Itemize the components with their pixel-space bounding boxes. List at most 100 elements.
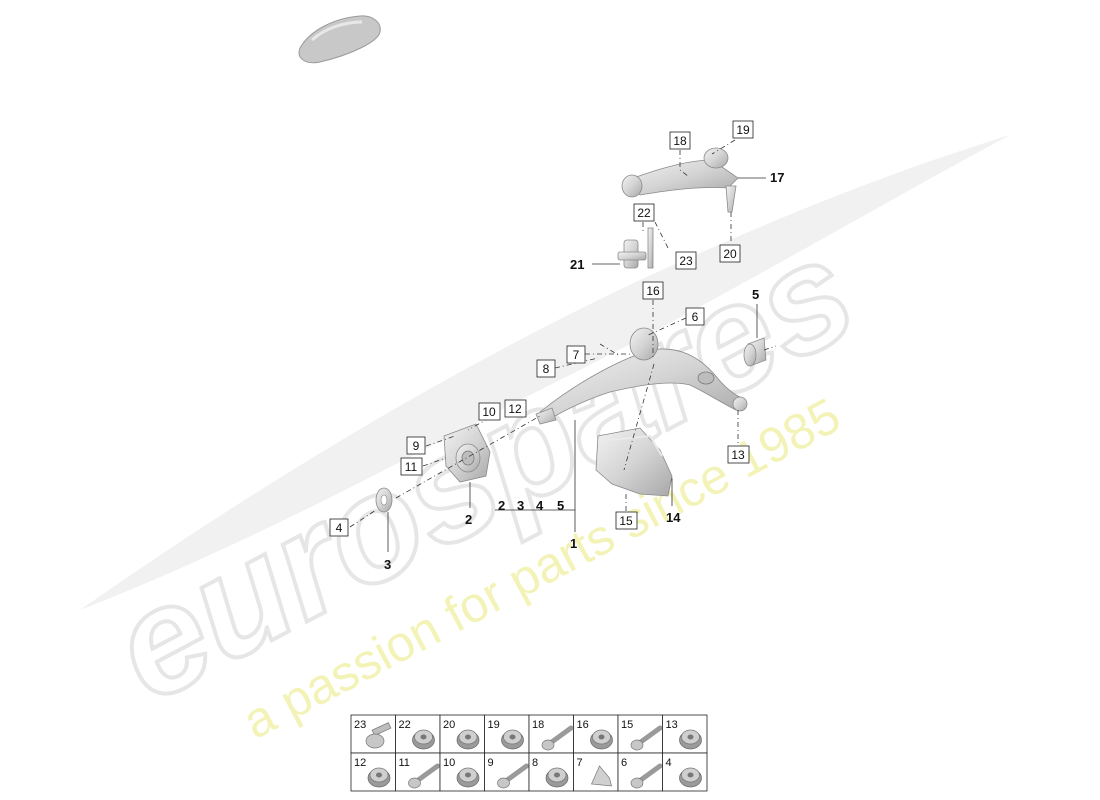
callout-22: 22 (633, 203, 655, 222)
clip-icon (590, 765, 612, 787)
hardware-cell: 22 (395, 714, 441, 754)
callout-9: 9 (406, 436, 426, 455)
nut-icon (456, 729, 480, 750)
svg-text:5: 5 (557, 498, 564, 513)
nut-icon (501, 729, 524, 750)
svg-text:10: 10 (482, 405, 496, 419)
hardware-number: 15 (621, 719, 633, 731)
hardware-number: 13 (666, 719, 678, 731)
svg-text:16: 16 (646, 284, 660, 298)
hardware-cell: 23 (350, 714, 396, 754)
upper-control-arm (621, 147, 739, 213)
callout-3: 3 (384, 557, 391, 572)
callout-12: 12 (504, 399, 527, 418)
car-silhouette-icon (298, 15, 381, 64)
hardware-number: 22 (399, 719, 411, 731)
hardware-number: 19 (488, 719, 500, 731)
callout-18: 18 (669, 131, 691, 150)
hardware-number: 23 (354, 719, 366, 731)
svg-text:13: 13 (731, 448, 745, 462)
callout-8: 8 (536, 359, 556, 378)
svg-text:4: 4 (536, 498, 544, 513)
mounting-bushing (443, 423, 491, 483)
hardware-grid: 23 22 20 19 18 16 15 13 12 11 10 9 8 7 6 4 (350, 714, 708, 792)
hardware-cell: 8 (528, 752, 574, 792)
hardware-number: 7 (577, 757, 583, 769)
bolt-long-icon (630, 763, 663, 789)
hardware-number: 10 (443, 757, 455, 769)
callout-23: 23 (675, 251, 697, 270)
svg-text:19: 19 (736, 123, 750, 137)
svg-text:15: 15 (619, 514, 633, 528)
hardware-number: 4 (666, 757, 672, 769)
svg-text:11: 11 (405, 460, 418, 474)
hardware-number: 20 (443, 719, 455, 731)
hardware-cell: 9 (484, 752, 530, 792)
hardware-number: 12 (354, 757, 366, 769)
callout-13: 13 (727, 445, 750, 464)
svg-text:22: 22 (637, 206, 651, 220)
hardware-number: 9 (488, 757, 494, 769)
hardware-cell: 16 (573, 714, 619, 754)
hardware-cell: 20 (439, 714, 485, 754)
hardware-number: 6 (621, 757, 627, 769)
nut-icon (590, 729, 613, 750)
callout-11: 11 (400, 457, 423, 476)
callout-21: 21 (570, 257, 584, 272)
bolt-long-icon (630, 725, 663, 751)
svg-text:20: 20 (723, 247, 737, 261)
hardware-number: 18 (532, 719, 544, 731)
kit-group-label: 2 3 4 5 (498, 498, 564, 513)
callout-16: 16 (642, 281, 664, 300)
svg-text:4: 4 (336, 521, 343, 535)
washer (375, 487, 393, 513)
svg-text:9: 9 (413, 439, 420, 453)
bolt-long-icon (408, 763, 440, 789)
callout-7: 7 (566, 345, 586, 364)
callout-4: 4 (329, 518, 349, 537)
hardware-cell: 11 (395, 752, 441, 792)
hardware-cell: 4 (662, 752, 708, 792)
bolt-long-icon (497, 763, 529, 789)
svg-text:8: 8 (543, 362, 550, 376)
bolt-short-icon (365, 722, 392, 749)
callout-6: 6 (685, 307, 705, 326)
bracket (595, 427, 673, 497)
hardware-cell: 10 (439, 752, 485, 792)
coupling-link (617, 227, 654, 269)
washer-nut-icon (679, 767, 702, 788)
hardware-number: 11 (399, 757, 410, 769)
nut-icon (679, 729, 702, 750)
bolt-long-icon (541, 725, 574, 751)
nut-icon (412, 729, 435, 750)
callout-14: 14 (666, 510, 681, 525)
callout-15: 15 (615, 511, 638, 530)
hardware-cell: 15 (617, 714, 663, 754)
nut-icon (456, 767, 480, 788)
hardware-cell: 19 (484, 714, 530, 754)
hardware-cell: 7 (573, 752, 619, 792)
hardware-cell: 18 (528, 714, 574, 754)
bushing (743, 337, 767, 367)
hardware-cell: 6 (617, 752, 663, 792)
lower-control-arm (535, 327, 748, 425)
svg-text:23: 23 (679, 254, 693, 268)
hardware-cell: 13 (662, 714, 708, 754)
callout-10: 10 (478, 402, 501, 421)
hardware-number: 16 (577, 719, 589, 731)
callout-17: 17 (770, 170, 784, 185)
svg-text:7: 7 (573, 348, 580, 362)
hardware-cell: 12 (350, 752, 396, 792)
nut-icon (367, 767, 391, 788)
svg-text:3: 3 (517, 498, 524, 513)
svg-text:18: 18 (673, 134, 687, 148)
hardware-number: 8 (532, 757, 538, 769)
callout-2: 2 (465, 512, 472, 527)
callout-19: 19 (732, 120, 754, 139)
callout-5: 5 (752, 287, 759, 302)
svg-text:2: 2 (498, 498, 505, 513)
callout-20: 20 (719, 244, 741, 263)
nut-icon (545, 767, 569, 788)
